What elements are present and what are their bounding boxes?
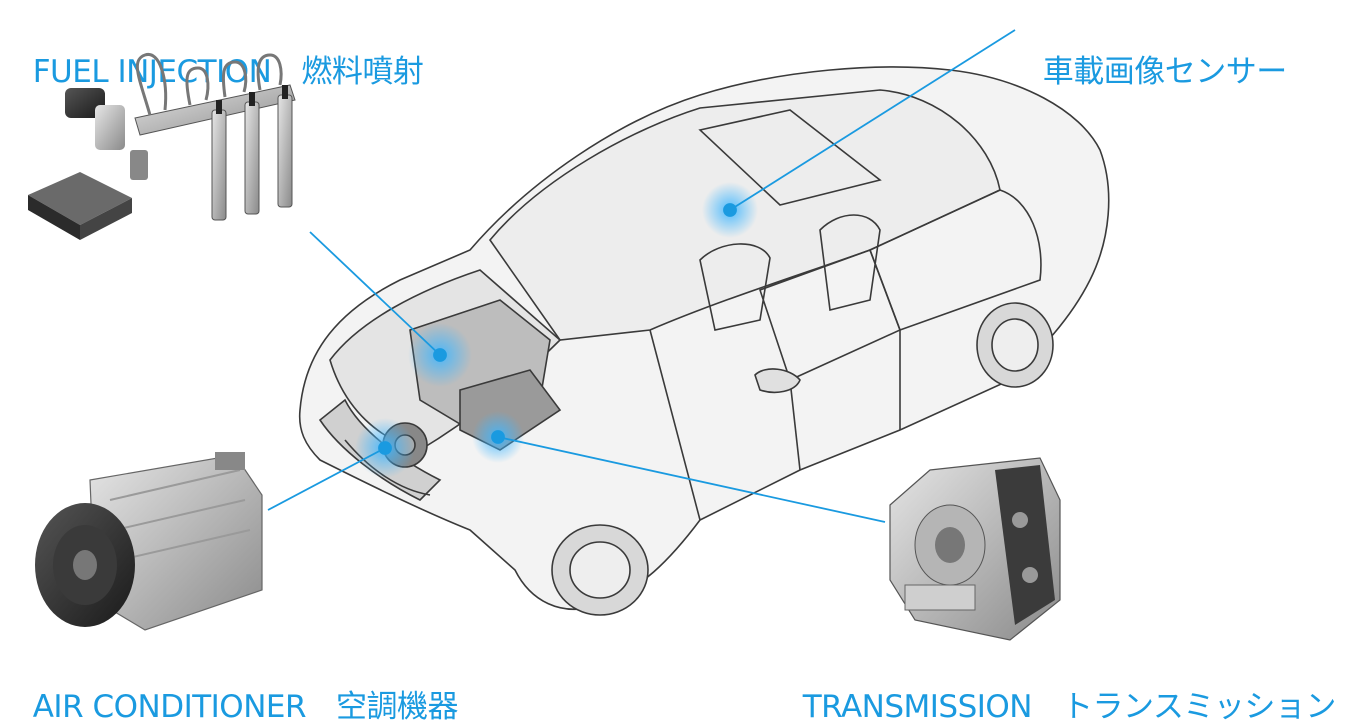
sensor-dot	[723, 203, 737, 217]
fuel-injection-jp: 燃料噴射	[301, 54, 424, 90]
transmission-leader-line	[497, 436, 886, 523]
ac-dot	[378, 441, 392, 455]
transmission-dot	[491, 430, 505, 444]
sensor-leader-line	[729, 29, 1016, 211]
image-sensor-jp: 車載画像センサー	[1042, 54, 1288, 90]
fuel-dot	[433, 348, 447, 362]
air-conditioner-compressor-image	[35, 452, 263, 631]
image-sensor-label: 車載画像センサー	[1024, 10, 1288, 91]
fuel-leader-line	[309, 231, 441, 356]
ac-leader-line	[267, 447, 386, 511]
transmission-unit-image	[889, 457, 1061, 641]
fuel-injector-parts-image	[28, 53, 296, 240]
